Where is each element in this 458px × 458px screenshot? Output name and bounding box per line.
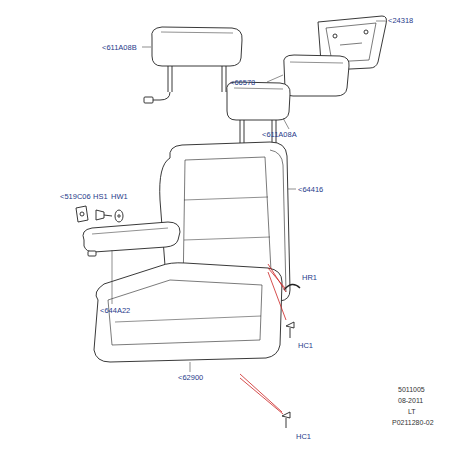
callout-number: HR1 bbox=[302, 273, 317, 282]
callout-number: HC1 bbox=[296, 432, 311, 441]
armrest-fasteners bbox=[76, 206, 123, 222]
callout-number: <66578 bbox=[230, 78, 255, 87]
callout-number: <519C06 bbox=[60, 192, 91, 201]
reference-code: 5011005 bbox=[398, 385, 425, 394]
headrest-a bbox=[227, 82, 290, 152]
callout-number: <62900 bbox=[178, 373, 203, 382]
callout-number: <611A08B bbox=[102, 43, 137, 52]
reference-code: P0211280-02 bbox=[392, 418, 434, 427]
headrest-pad bbox=[284, 55, 349, 96]
callout-number: <644A22 bbox=[100, 306, 130, 315]
callout-number: HW1 bbox=[111, 192, 128, 201]
callout-number: HC1 bbox=[298, 341, 313, 350]
seat-cushion bbox=[94, 263, 282, 362]
clips bbox=[282, 284, 300, 428]
callout-number: <64416 bbox=[298, 185, 323, 194]
leader-lines bbox=[240, 264, 286, 414]
armrest bbox=[83, 222, 180, 256]
reference-code: LT bbox=[408, 407, 416, 416]
callout-number: <611A08A bbox=[262, 130, 297, 139]
callout-number: <24318 bbox=[388, 16, 413, 25]
reference-code: 08-2011 bbox=[398, 396, 423, 405]
callout-number: HS1 bbox=[93, 192, 108, 201]
callout-leaders bbox=[112, 21, 386, 372]
